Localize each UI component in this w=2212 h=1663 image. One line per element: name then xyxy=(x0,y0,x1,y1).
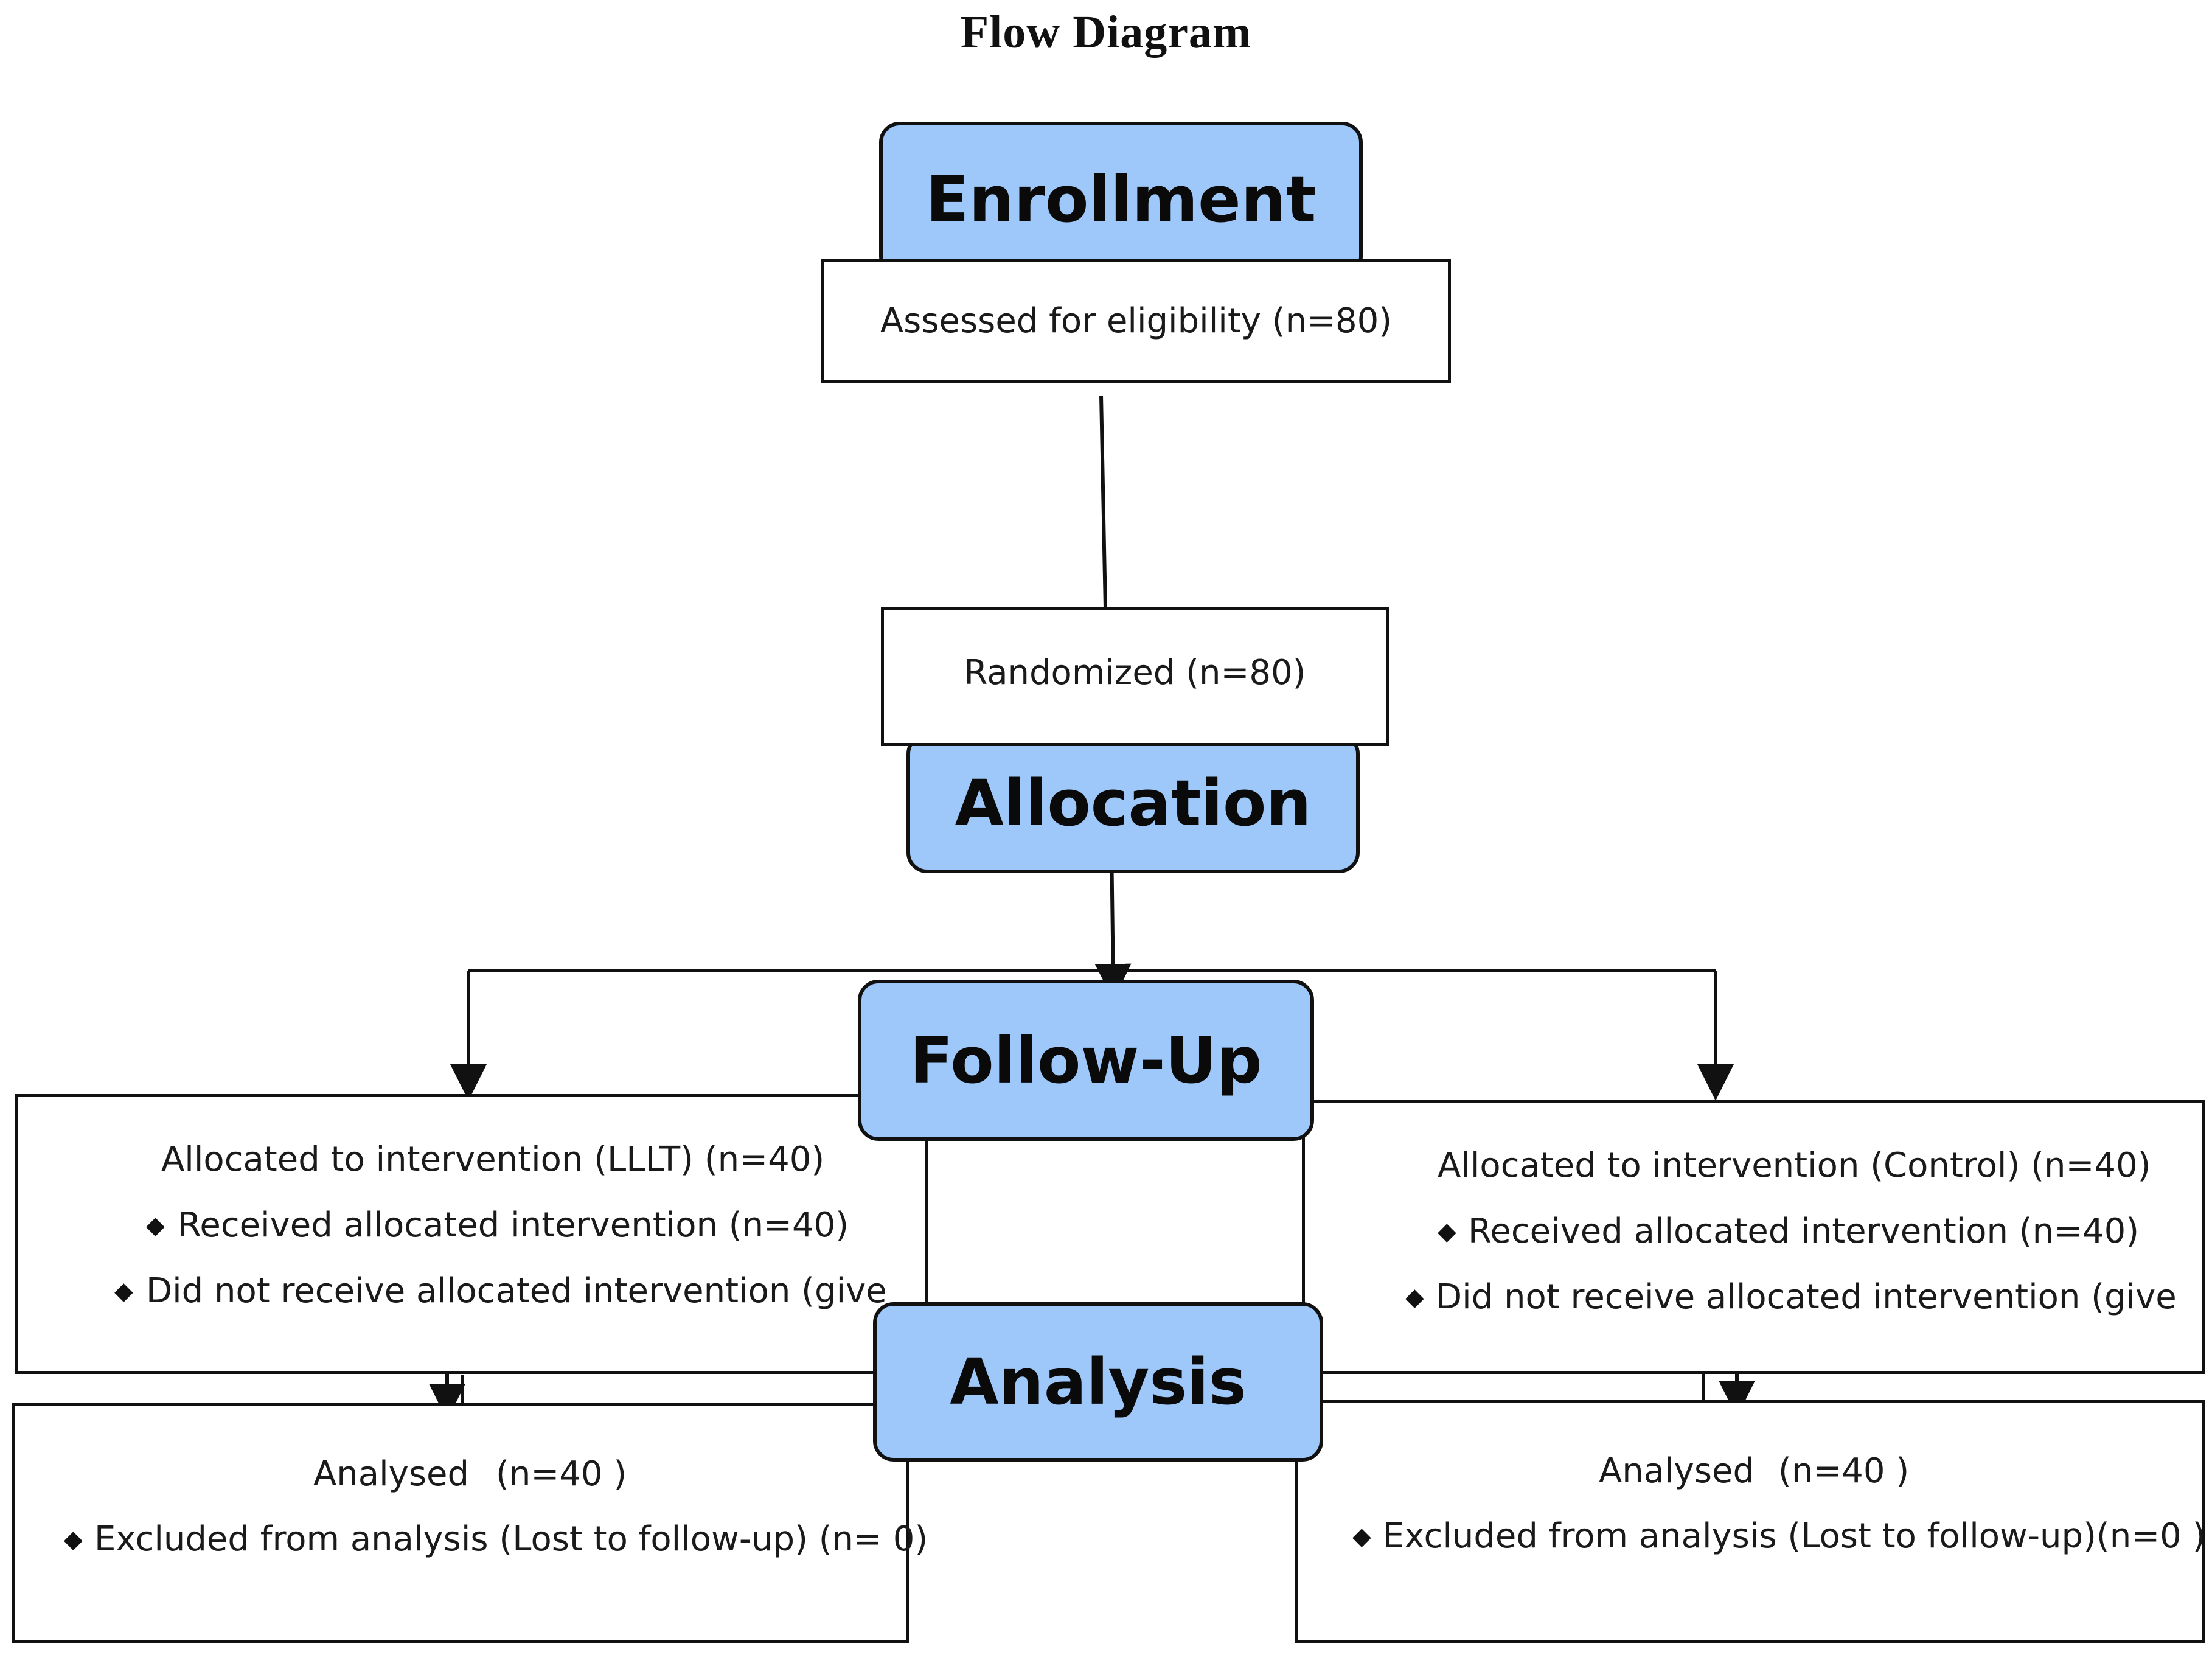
control-received-text: Received allocated intervention (n=40) xyxy=(1468,1212,2140,1251)
stage-allocation-label: Allocation xyxy=(955,766,1312,840)
stage-allocation: Allocation xyxy=(906,733,1360,873)
diamond-bullet-icon: ◆ xyxy=(1438,1218,1456,1245)
diamond-bullet-icon: ◆ xyxy=(146,1212,165,1239)
lllt-analysed-count: (n=40 ) xyxy=(496,1454,627,1494)
box-control-allocation: Allocated to intervention (Control) (n=4… xyxy=(1302,1100,2205,1374)
diamond-bullet-icon: ◆ xyxy=(1352,1523,1371,1550)
box-lllt-allocation: Allocated to intervention (LLLT) (n=40) … xyxy=(15,1094,928,1374)
control-allocated-text: Allocated to intervention (Control) (n=4… xyxy=(1438,1146,2151,1185)
line-assessed-to-randomized xyxy=(1099,395,1107,609)
diamond-bullet-icon: ◆ xyxy=(114,1278,133,1305)
lllt-analysed-text: Analysed xyxy=(313,1454,469,1494)
lllt-received-text: Received allocated intervention (n=40) xyxy=(178,1205,849,1245)
stage-analysis: Analysis xyxy=(873,1302,1323,1462)
stage-enrollment: Enrollment xyxy=(879,122,1363,277)
stage-analysis-label: Analysis xyxy=(950,1345,1247,1419)
lllt-not-received-text: Did not receive allocated intervention (… xyxy=(146,1271,887,1311)
stage-enrollment-label: Enrollment xyxy=(925,162,1316,237)
control-analysed-text: Analysed xyxy=(1599,1451,1755,1491)
lllt-excluded-text: Excluded from analysis (Lost to follow-u… xyxy=(94,1519,928,1559)
control-excluded-text: Excluded from analysis (Lost to follow-u… xyxy=(1383,1516,2206,1556)
randomized-text: Randomized (n=80) xyxy=(964,653,1306,692)
lllt-allocated-text: Allocated to intervention (LLLT) (n=40) xyxy=(161,1140,825,1179)
stage-follow-up: Follow-Up xyxy=(858,980,1314,1141)
stage-follow-up-label: Follow-Up xyxy=(909,1023,1262,1098)
assessed-text: Assessed for eligibility (n=80) xyxy=(880,301,1393,341)
box-control-analysis: Analysed (n=40 ) ◆ Excluded from analysi… xyxy=(1295,1400,2205,1643)
diamond-bullet-icon: ◆ xyxy=(1405,1284,1424,1311)
diamond-bullet-icon: ◆ xyxy=(64,1526,83,1553)
control-not-received-text: Did not receive allocated intervention (… xyxy=(1436,1277,2177,1317)
box-randomized: Randomized (n=80) xyxy=(881,607,1389,746)
box-assessed: Assessed for eligibility (n=80) xyxy=(821,259,1451,383)
control-analysed-count: (n=40 ) xyxy=(1778,1451,1910,1491)
box-lllt-analysis: Analysed (n=40 ) ◆ Excluded from analysi… xyxy=(12,1403,928,1643)
diagram-title: Flow Diagram xyxy=(960,7,1252,58)
